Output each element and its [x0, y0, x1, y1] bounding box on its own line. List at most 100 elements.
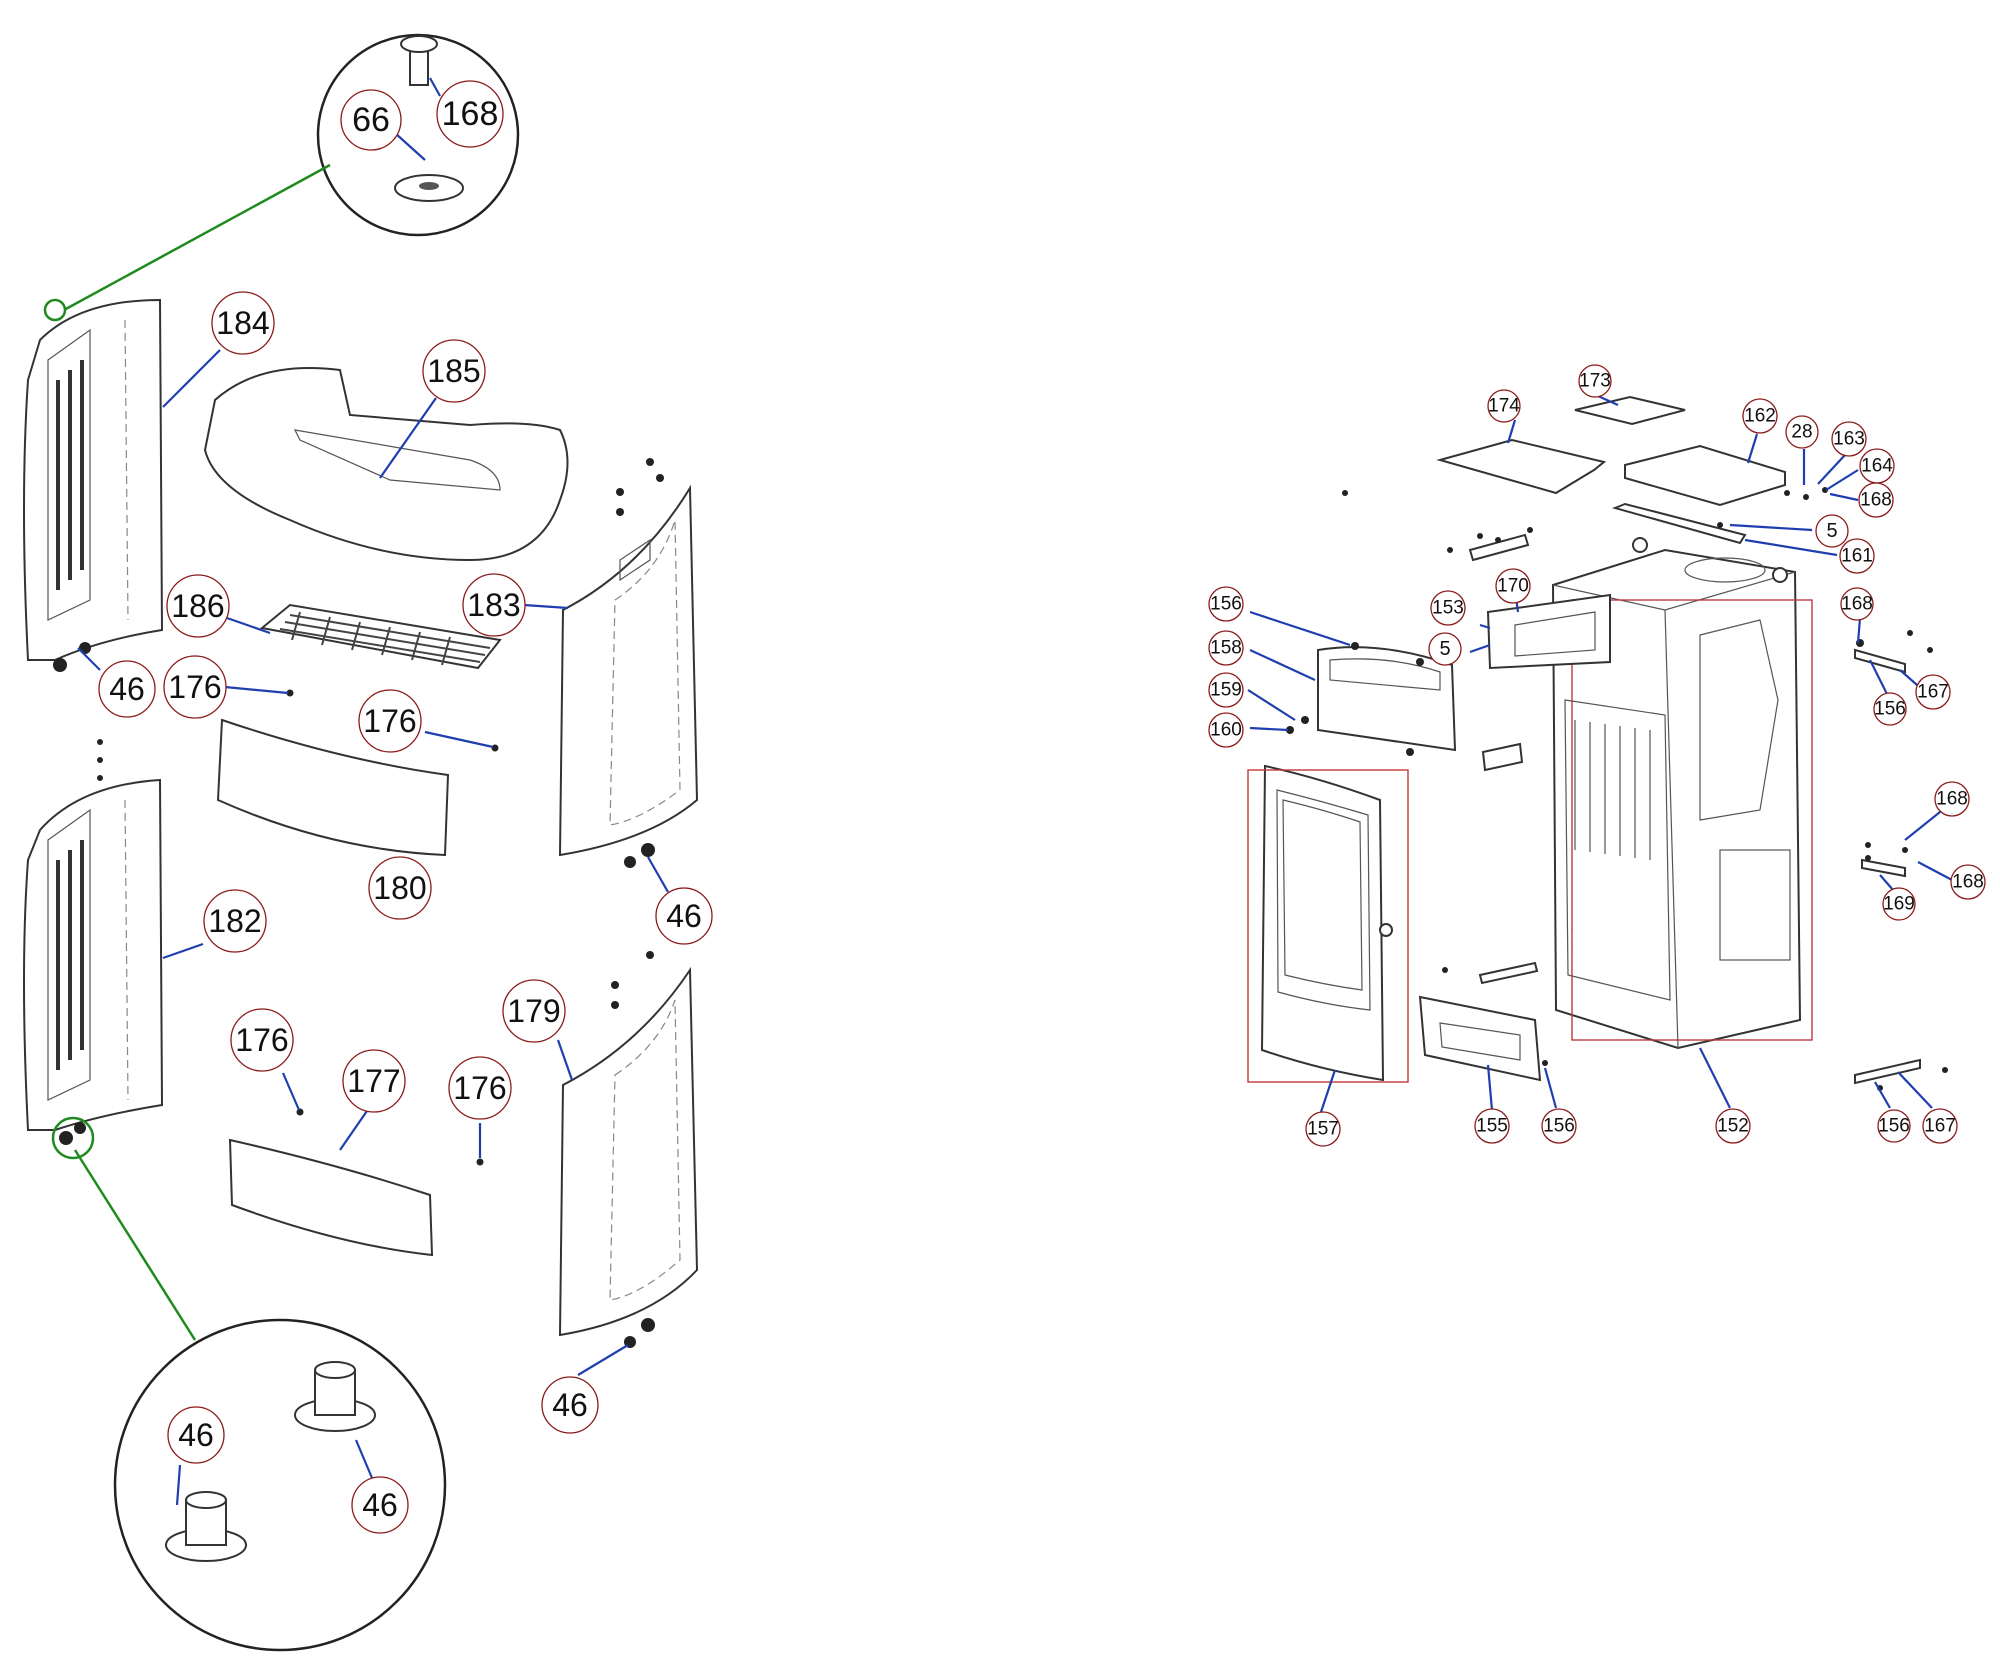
- fasteners-right: [1286, 487, 1948, 1091]
- svg-text:153: 153: [1432, 598, 1464, 619]
- callout-176-c: 176: [230, 1008, 294, 1072]
- callout-176-a: 176: [163, 655, 227, 719]
- svg-text:168: 168: [1860, 490, 1892, 511]
- svg-text:176: 176: [363, 703, 416, 739]
- svg-text:176: 176: [168, 669, 221, 705]
- callout-167-a: 167: [1915, 674, 1951, 710]
- svg-text:46: 46: [552, 1387, 588, 1423]
- svg-text:176: 176: [235, 1022, 288, 1058]
- callout-168-detail: 168: [436, 80, 504, 148]
- front-panel-lower: [228, 1138, 434, 1257]
- callout-66: 66: [340, 89, 402, 151]
- detail-circle-bottom: [113, 1318, 447, 1652]
- svg-text:162: 162: [1744, 406, 1776, 427]
- callout-179: 179: [502, 979, 566, 1043]
- top-panel-162: [1624, 444, 1786, 507]
- callout-160: 160: [1208, 712, 1244, 748]
- callout-177: 177: [342, 1049, 406, 1113]
- callout-168-r1: 168: [1858, 482, 1894, 518]
- callout-157: 157: [1305, 1111, 1341, 1147]
- svg-text:46: 46: [666, 898, 702, 934]
- stove-body-frame: [1551, 537, 1802, 1050]
- leaders-left: [77, 77, 669, 1506]
- svg-text:156: 156: [1210, 594, 1242, 615]
- callout-5-a: 5: [1815, 514, 1849, 548]
- callout-46-c: 46: [541, 1376, 599, 1434]
- callout-46-b: 46: [655, 887, 713, 945]
- side-panel-upper-left: [23, 298, 164, 661]
- svg-text:170: 170: [1497, 576, 1529, 597]
- leaders-right: [1247, 394, 1953, 1116]
- bar-161: [1611, 502, 1747, 545]
- svg-text:179: 179: [507, 993, 560, 1029]
- svg-text:177: 177: [347, 1063, 400, 1099]
- assembly-box-152: [1571, 599, 1813, 1041]
- svg-text:184: 184: [216, 305, 269, 341]
- callout-46-e: 46: [351, 1476, 409, 1534]
- svg-text:174: 174: [1488, 396, 1520, 417]
- callout-159: 159: [1208, 672, 1244, 708]
- side-panel-upper-right: [558, 484, 699, 857]
- callout-28: 28: [1785, 415, 1819, 449]
- callout-155: 155: [1474, 1108, 1510, 1144]
- callout-156-b: 156: [1873, 692, 1907, 726]
- callout-162: 162: [1742, 398, 1778, 434]
- svg-text:156: 156: [1874, 699, 1906, 720]
- svg-text:28: 28: [1791, 422, 1812, 443]
- callout-180: 180: [368, 856, 432, 920]
- svg-text:185: 185: [427, 353, 480, 389]
- svg-text:173: 173: [1579, 371, 1611, 392]
- svg-text:167: 167: [1924, 1116, 1956, 1137]
- callout-173: 173: [1578, 364, 1612, 398]
- callout-158: 158: [1208, 630, 1244, 666]
- callout-164: 164: [1859, 448, 1895, 484]
- callout-186: 186: [166, 574, 230, 638]
- svg-text:167: 167: [1917, 682, 1949, 703]
- brackets: [1468, 533, 1921, 1085]
- callout-184: 184: [211, 291, 275, 355]
- callout-156-a: 156: [1208, 586, 1244, 622]
- top-cover: [203, 367, 569, 562]
- callout-168-r2: 168: [1840, 587, 1874, 621]
- detail-link-top: [63, 163, 331, 312]
- top-panel-174: [1436, 438, 1607, 495]
- callout-176-b: 176: [358, 689, 422, 753]
- detail-link-bottom: [73, 1149, 197, 1341]
- svg-text:168: 168: [1952, 872, 1984, 893]
- callout-46-d: 46: [167, 1406, 225, 1464]
- svg-text:66: 66: [352, 101, 390, 139]
- callout-156-c: 156: [1541, 1108, 1577, 1144]
- callout-174: 174: [1487, 389, 1521, 423]
- callout-167-b: 167: [1922, 1108, 1958, 1144]
- assembly-box-157: [1247, 769, 1409, 1083]
- front-door: [1260, 764, 1393, 1082]
- svg-text:46: 46: [109, 671, 145, 707]
- svg-text:168: 168: [442, 95, 499, 133]
- side-panel-lower-right: [558, 966, 699, 1337]
- svg-text:176: 176: [453, 1070, 506, 1106]
- lower-front-panel: [1418, 995, 1542, 1082]
- svg-text:180: 180: [373, 870, 426, 906]
- svg-text:163: 163: [1833, 429, 1865, 450]
- callout-156-d: 156: [1877, 1109, 1911, 1143]
- svg-text:168: 168: [1936, 789, 1968, 810]
- svg-text:159: 159: [1210, 680, 1242, 701]
- detail-anchor-bottom: [51, 1116, 95, 1160]
- svg-text:186: 186: [171, 588, 224, 624]
- svg-text:5: 5: [1826, 520, 1837, 542]
- svg-text:158: 158: [1210, 638, 1242, 659]
- control-panel: [1486, 593, 1611, 670]
- top-panel-173: [1574, 395, 1686, 426]
- svg-text:164: 164: [1861, 456, 1893, 477]
- callout-168-r3: 168: [1934, 781, 1970, 817]
- callout-183: 183: [462, 573, 526, 637]
- front-panel-upper: [216, 718, 450, 857]
- callout-153: 153: [1430, 590, 1466, 626]
- svg-text:168: 168: [1841, 594, 1873, 615]
- svg-text:161: 161: [1841, 546, 1873, 567]
- svg-text:152: 152: [1717, 1116, 1749, 1137]
- svg-text:157: 157: [1307, 1119, 1339, 1140]
- side-panel-lower-left: [23, 778, 164, 1131]
- callout-161: 161: [1839, 538, 1875, 574]
- callout-152: 152: [1715, 1108, 1751, 1144]
